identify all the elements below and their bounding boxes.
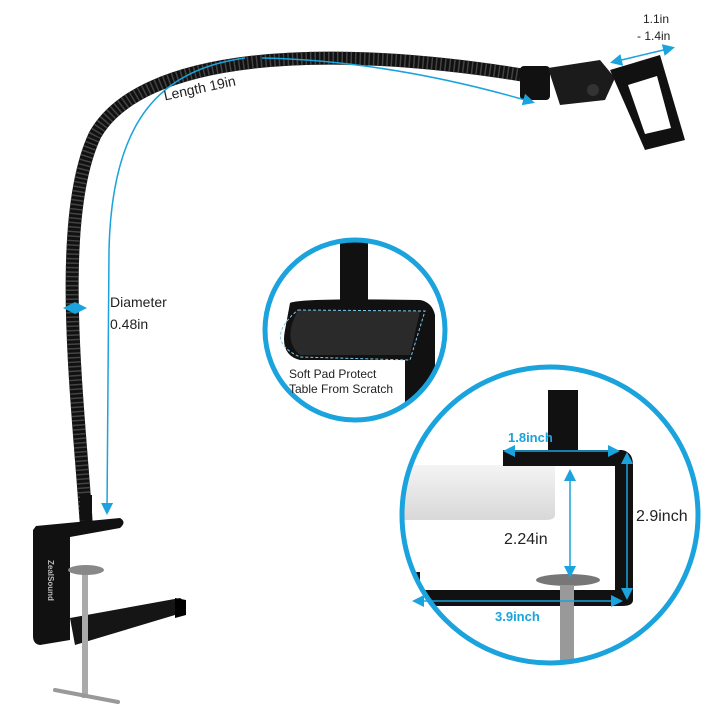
clip-width-arrow bbox=[610, 44, 675, 66]
gooseneck-arm bbox=[65, 51, 547, 527]
length-arrow bbox=[261, 57, 535, 106]
clamp-height-label: 2.9inch bbox=[636, 508, 688, 525]
diameter-title: Diameter bbox=[110, 294, 167, 310]
mic-clip bbox=[520, 55, 685, 150]
svg-text:ZealSound: ZealSound bbox=[46, 560, 55, 601]
soft-pad-inset bbox=[280, 240, 435, 420]
soft-pad-label-1: Soft Pad Protect bbox=[289, 367, 377, 381]
base-width-label: 3.9inch bbox=[495, 609, 540, 624]
clip-width-label-1: 1.1in bbox=[643, 12, 670, 26]
clamp-opening-label: 2.24in bbox=[504, 531, 548, 548]
diameter-value: 0.48in bbox=[110, 316, 149, 332]
desk-clamp: ZealSound bbox=[33, 495, 186, 704]
top-width-label: 1.8inch bbox=[508, 430, 553, 445]
length-arrow-left bbox=[101, 57, 246, 515]
clamp-dimension-inset bbox=[402, 390, 633, 663]
soft-pad-label-2: Table From Scratch bbox=[289, 382, 394, 396]
clip-width-label-2: - 1.4in bbox=[637, 29, 671, 43]
